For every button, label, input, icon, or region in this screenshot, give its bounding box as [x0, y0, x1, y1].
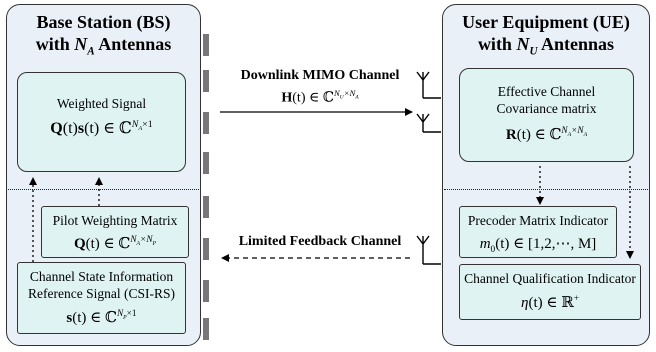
ue-title-line1: User Equipment (UE)	[462, 12, 630, 32]
ue-title-line2: with NU Antennas	[443, 33, 649, 63]
eq-r: R	[505, 127, 517, 143]
csi-rs-equation: s(t) ∈ ℂNP×1	[18, 308, 185, 327]
bs-antenna-tick	[203, 34, 209, 56]
eq-rest: (t) ∈ [1,2,⋯, M]	[495, 236, 597, 252]
eq-in: ∈ ℂ	[99, 120, 132, 137]
pilot-matrix-label: Pilot Weighting Matrix	[52, 213, 178, 228]
bs-title-sub: A	[87, 45, 95, 58]
eq-sup2: ×N	[571, 126, 584, 136]
feedback-channel-label: Limited Feedback Channel	[238, 234, 402, 249]
eq-supsub2: A	[583, 131, 588, 138]
bs-antenna-tick	[203, 238, 209, 260]
bs-title: Base Station (BS) with NA Antennas	[7, 11, 200, 63]
ue-antenna-icon	[416, 71, 441, 99]
eq-t: (t) ∈ ℂ	[516, 127, 562, 143]
precoder-matrix-indicator-box: Precoder Matrix Indicator m0(t) ∈ [1,2,⋯…	[459, 206, 617, 258]
eq-m: m	[479, 236, 491, 252]
cqi-equation: η(t) ∈ ℝ+	[460, 293, 640, 312]
covariance-equation: R(t) ∈ ℂNA×NA	[460, 125, 633, 144]
bs-title-line1: Base Station (BS)	[36, 12, 171, 32]
eq-sup2: ×N	[343, 88, 356, 98]
ue-antenna-icon	[416, 113, 441, 133]
eq-eta: η	[521, 295, 529, 311]
bs-title-var: N	[74, 34, 88, 54]
eq-sup2: ×1	[126, 309, 137, 319]
eq-t: (t) ∈ ℂ	[292, 90, 334, 106]
eq-sup: N	[561, 126, 568, 136]
eq-q: Q	[50, 120, 63, 137]
bs-antenna-tick	[203, 280, 209, 302]
eq-sup: N	[334, 88, 340, 98]
bs-antenna-tick	[203, 152, 209, 174]
pilot-matrix-equation: Q(t) ∈ ℂNA×NP	[42, 234, 188, 253]
eq-sup2: ×1	[142, 118, 153, 130]
pilot-weighting-matrix-box: Pilot Weighting Matrix Q(t) ∈ ℂNA×NP	[41, 206, 189, 258]
eq-s: s	[77, 120, 85, 137]
bs-divider	[8, 189, 199, 190]
csi-rs-label-2: Reference Signal (CSI-RS)	[28, 286, 175, 301]
eq-h: H	[281, 90, 293, 106]
eq-q: Q	[73, 236, 86, 252]
eq-supsub: U	[339, 94, 344, 101]
bs-antenna-tick	[203, 112, 209, 134]
ue-title-antennas: Antennas	[537, 34, 615, 54]
bs-antenna-tick	[203, 196, 209, 218]
ue-title-var: N	[516, 34, 530, 54]
cqi-label: Channel Qualification Indicator	[464, 271, 636, 286]
eq-sup: N	[116, 309, 124, 319]
weighted-signal-equation: Q(t)s(t) ∈ ℂNA×1	[18, 118, 185, 138]
covariance-label-1: Effective Channel	[497, 84, 596, 99]
csi-rs-box: Channel State Information Reference Sign…	[17, 262, 186, 334]
eq-supsub: A	[136, 240, 141, 247]
ue-title-with: with	[477, 34, 517, 54]
eq-t: (t) ∈ ℂ	[72, 310, 117, 326]
ue-antenna-icon	[416, 235, 441, 265]
eq-sup: N	[130, 235, 137, 245]
ue-title-sub: U	[529, 45, 538, 58]
eq-sup: +	[573, 294, 579, 304]
covariance-matrix-box: Effective Channel Covariance matrix R(t)…	[459, 68, 634, 162]
eq-supsub: P	[123, 314, 127, 321]
covariance-label-2: Covariance matrix	[496, 101, 597, 116]
eq-supsub: A	[138, 125, 143, 132]
ue-title: User Equipment (UE) with NU Antennas	[443, 11, 649, 63]
eq-sup2: ×N	[140, 235, 153, 245]
eq-sup: N	[131, 118, 139, 130]
eq-t: (t) ∈ ℂ	[85, 236, 131, 252]
pmi-equation: m0(t) ∈ [1,2,⋯, M]	[460, 234, 616, 255]
weighted-signal-box: Weighted Signal Q(t)s(t) ∈ ℂNA×1	[17, 72, 186, 172]
bs-antenna-tick	[203, 70, 209, 92]
channel-qualification-indicator-box: Channel Qualification Indicator η(t) ∈ ℝ…	[459, 264, 641, 320]
downlink-channel-equation: H(t) ∈ ℂNU×NA	[220, 88, 420, 107]
bs-antenna-tick	[203, 318, 209, 340]
eq-s: s	[66, 310, 73, 326]
downlink-channel-label: Downlink MIMO Channel	[240, 68, 400, 83]
eq-rest: (t) ∈ ℝ	[528, 295, 574, 311]
weighted-signal-label: Weighted Signal	[56, 96, 147, 111]
csi-rs-label-1: Channel State Information	[29, 269, 174, 284]
ue-divider	[444, 189, 648, 190]
eq-supsub2: P	[152, 240, 157, 247]
pmi-label: Precoder Matrix Indicator	[467, 213, 609, 228]
eq-sub: 0	[490, 245, 496, 255]
bs-title-with: with	[35, 34, 75, 54]
eq-t: (t)	[62, 120, 78, 137]
bs-title-antennas: Antennas	[94, 34, 172, 54]
bs-title-line2: with NA Antennas	[7, 33, 200, 63]
eq-t: (t)	[84, 120, 100, 137]
eq-supsub: A	[567, 131, 572, 138]
eq-supsub2: A	[355, 94, 359, 101]
